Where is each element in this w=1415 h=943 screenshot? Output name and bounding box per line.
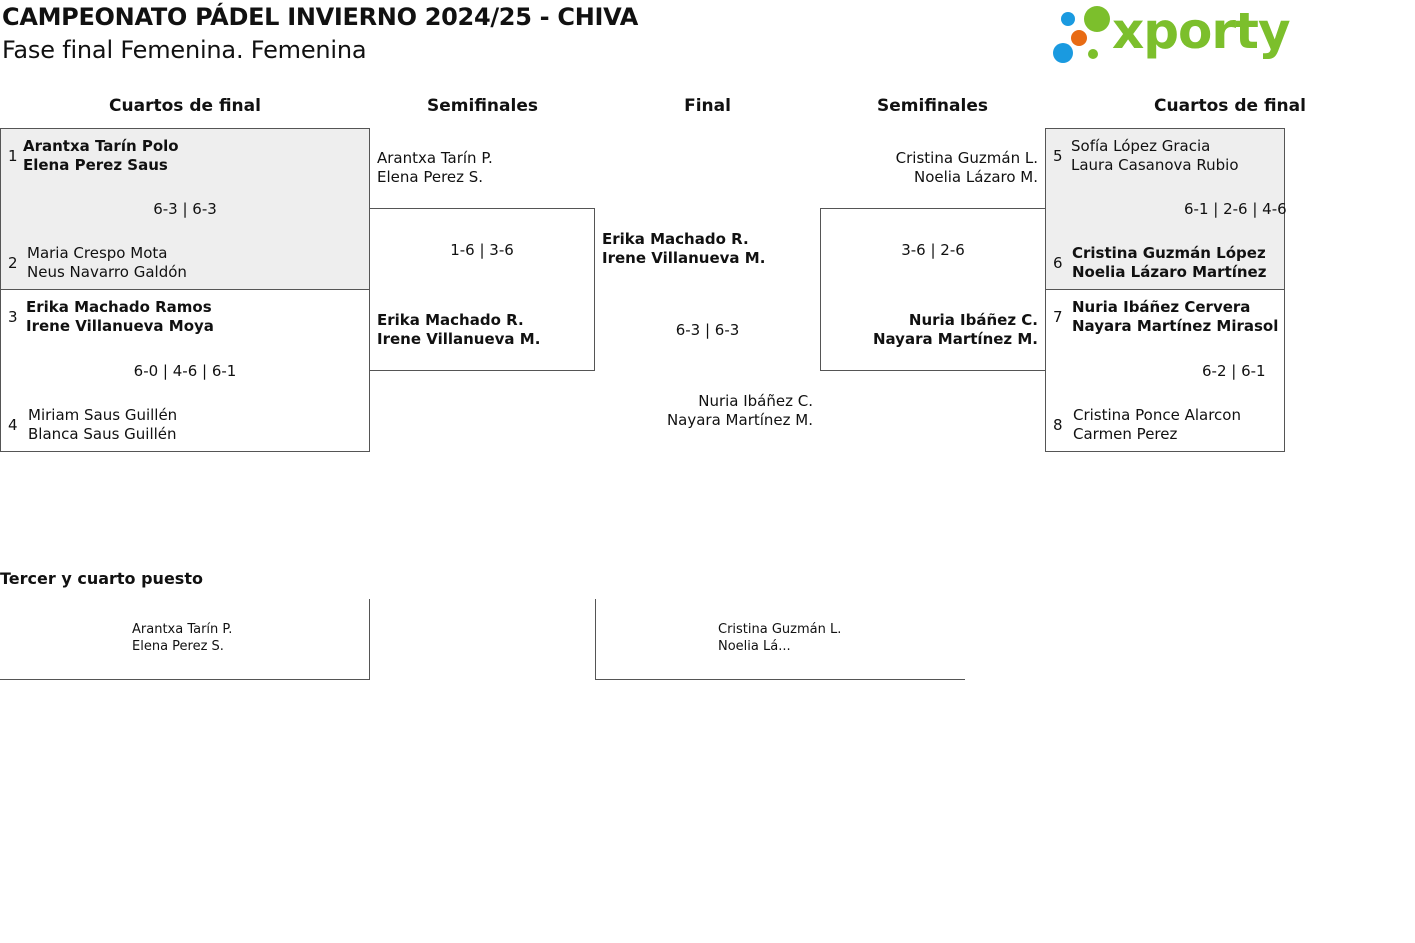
right-sf-match: 3-6 | 2-6 Nuria Ibáñez C. Nayara Martíne…: [820, 208, 1046, 371]
seed-number: 6: [1053, 254, 1063, 272]
player-name: Nuria Ibáñez C.: [698, 392, 813, 410]
match-score: 6-2 | 6-1: [1202, 362, 1266, 380]
player-name: Sofía López Gracia: [1071, 137, 1211, 155]
page-subtitle: Fase final Femenina. Femenina: [2, 36, 367, 64]
player-name: Erika Machado R.: [602, 230, 749, 248]
player-name: Nayara Martínez M.: [872, 330, 1038, 348]
player-name: Irene Villanueva M.: [377, 330, 541, 348]
player-name: Elena Perez S.: [132, 639, 224, 654]
player-name: Miriam Saus Guillén: [28, 406, 178, 424]
player-name: Elena Perez S.: [377, 168, 484, 186]
round-label-left-sf: Semifinales: [427, 96, 538, 116]
match-score: 6-1 | 2-6 | 4-6: [1184, 200, 1287, 218]
left-qf-match-2: 3 Erika Machado Ramos Irene Villanueva M…: [0, 289, 370, 452]
seed-number: 5: [1053, 147, 1063, 165]
player-name: Irene Villanueva Moya: [26, 317, 214, 335]
player-name: Noelia Lázaro Martínez: [1072, 263, 1267, 281]
player-name: Elena Perez Saus: [23, 156, 168, 174]
logo-dots-icon: [1053, 6, 1110, 63]
player-name: Cristina Guzmán L.: [895, 149, 1038, 167]
player-name: Nayara Martínez Mirasol: [1072, 317, 1279, 335]
player-name: Nuria Ibáñez Cervera: [1072, 298, 1251, 316]
third-place-title: Tercer y cuarto puesto: [0, 569, 203, 588]
seed-number: 7: [1053, 308, 1063, 326]
round-label-right-sf: Semifinales: [877, 96, 988, 116]
match-score: 3-6 | 2-6: [901, 241, 965, 259]
player-name: Cristina Guzmán L.: [718, 622, 842, 637]
third-place-team-b: Cristina Guzmán L. Noelia Lá...: [595, 599, 965, 680]
seed-number: 1: [8, 147, 18, 165]
right-qf-match-1: 5 Sofía López Gracia Laura Casanova Rubi…: [1045, 128, 1287, 290]
xporty-logo: xporty: [1050, 2, 1291, 68]
third-place-team-a: Arantxa Tarín P. Elena Perez S.: [0, 599, 370, 680]
match-score: 6-0 | 4-6 | 6-1: [133, 362, 237, 380]
seed-number: 8: [1053, 416, 1063, 434]
player-name: Irene Villanueva M.: [602, 249, 766, 267]
final-score: 6-3 | 6-3: [675, 321, 740, 339]
seed-number: 4: [8, 416, 18, 434]
round-label-right-qf: Cuartos de final: [1154, 96, 1306, 116]
page-title: CAMPEONATO PÁDEL INVIERNO 2024/25 - CHIV…: [2, 3, 639, 31]
seed-number: 2: [8, 254, 18, 272]
seed-number: 3: [8, 308, 18, 326]
logo-wordmark: xporty: [1112, 2, 1291, 60]
player-name: Maria Crespo Mota: [27, 244, 168, 262]
player-name: Cristina Guzmán López: [1072, 244, 1266, 262]
player-name: Erika Machado R.: [377, 311, 524, 329]
player-name: Laura Casanova Rubio: [1071, 156, 1239, 174]
player-name: Nuria Ibáñez C.: [908, 311, 1038, 329]
player-name: Nayara Martínez M.: [666, 411, 813, 429]
player-name: Erika Machado Ramos: [26, 298, 212, 316]
round-label-left-qf: Cuartos de final: [109, 96, 261, 116]
player-name: Arantxa Tarín Polo: [23, 137, 179, 155]
player-name: Carmen Perez: [1073, 425, 1178, 443]
left-qf-match-1: 1 Arantxa Tarín Polo Elena Perez Saus 6-…: [0, 128, 370, 290]
match-score: 1-6 | 3-6: [450, 241, 514, 259]
match-score: 6-3 | 6-3: [153, 200, 217, 218]
player-name: Neus Navarro Galdón: [27, 263, 187, 281]
player-name: Arantxa Tarín P.: [377, 149, 493, 167]
round-label-final: Final: [684, 96, 731, 116]
player-name: Arantxa Tarín P.: [132, 622, 233, 637]
player-name: Blanca Saus Guillén: [28, 425, 177, 443]
player-name: Noelia Lá...: [718, 639, 791, 654]
player-name: Noelia Lázaro M.: [913, 168, 1038, 186]
right-qf-match-2: 7 Nuria Ibáñez Cervera Nayara Martínez M…: [1045, 289, 1285, 452]
left-sf-match: 1-6 | 3-6 Erika Machado R. Irene Villanu…: [369, 208, 595, 371]
player-name: Cristina Ponce Alarcon: [1073, 406, 1241, 424]
